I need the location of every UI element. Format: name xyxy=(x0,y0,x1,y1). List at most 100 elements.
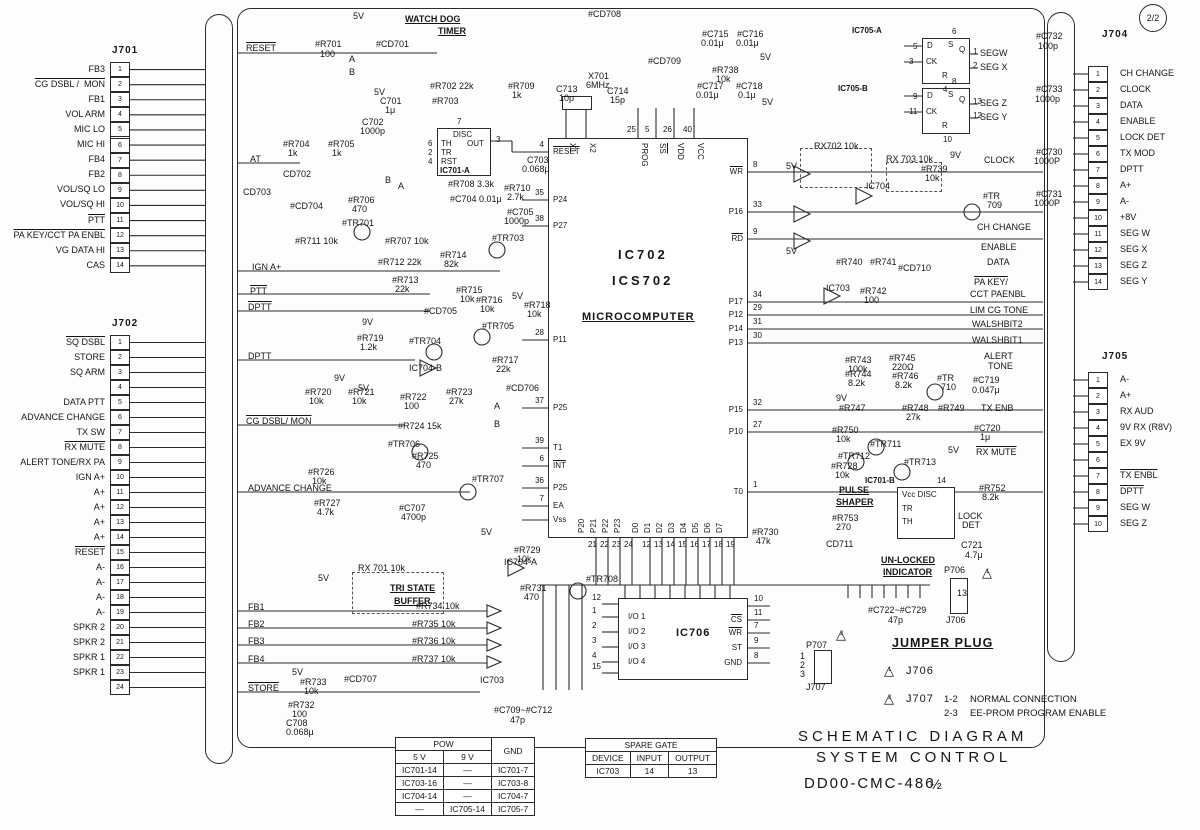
micro-pin-P21: P21 xyxy=(589,518,598,533)
ff-IC705-B xyxy=(922,88,970,134)
component-label: J707 xyxy=(806,682,826,692)
component-label: 710 xyxy=(941,382,957,392)
pin-J705-6: 6 xyxy=(1088,452,1108,468)
component-label: ADVANCE CHANGE xyxy=(248,483,332,493)
resistor-network-box xyxy=(886,162,942,192)
component-label: PA KEY/ xyxy=(974,277,1008,287)
component-label: #CD709 xyxy=(648,56,682,66)
component-label: 1000p xyxy=(360,126,386,136)
pin-label-J702-1: SQ DSBL xyxy=(65,336,105,347)
component-label: #R739 xyxy=(921,164,948,174)
pin-J705-2: 2 xyxy=(1088,388,1108,404)
ic701b xyxy=(897,487,955,539)
micro-pin-num: 12 xyxy=(642,540,651,549)
ff-pin: CK xyxy=(926,107,938,116)
ic706-pin-GND: GND xyxy=(724,658,742,667)
ff-pin: 3 xyxy=(909,57,914,66)
component-label: #R715 xyxy=(456,285,483,295)
component-label: 5V xyxy=(762,97,774,107)
component-label: #C732 xyxy=(1036,31,1063,41)
micro-pin-D5: D5 xyxy=(691,522,700,533)
ic706-pin-num: 9 xyxy=(754,636,759,645)
pin-label-J701-10: VOL/SQ HI xyxy=(59,199,105,210)
component-label: 10k xyxy=(480,304,495,314)
pin-label-J701-7: FB4 xyxy=(88,154,105,165)
pin-label-J702-18: A- xyxy=(96,591,105,602)
component-label: FB4 xyxy=(248,654,265,664)
component-label: CD702 xyxy=(283,169,312,179)
component-label: 709 xyxy=(987,200,1003,210)
component-label: #R736 10k xyxy=(412,636,456,646)
micro-pin-P24: P24 xyxy=(553,195,568,204)
pin-J702-5: 5 xyxy=(110,395,130,410)
ic701a-pin-num: 6 xyxy=(428,139,433,148)
ic706-pin-ST: ST xyxy=(731,643,742,652)
micro-pin-num: 37 xyxy=(535,396,544,405)
component-label: #R722 xyxy=(400,392,427,402)
component-label: 5V xyxy=(948,445,960,455)
micro-pin-P25: P25 xyxy=(553,483,568,492)
table-cell: IC705-14 xyxy=(442,802,492,816)
component-label: #TR712 xyxy=(838,451,871,461)
ff-pin: CK xyxy=(926,57,938,66)
microcomputer-name2: ICS702 xyxy=(612,273,674,288)
pin-J701-1: 1 xyxy=(110,62,130,78)
micro-pin-P25: P25 xyxy=(553,403,568,412)
component-label: WALSHBIT1 xyxy=(972,335,1023,345)
micro-pin-VCC: VCC xyxy=(696,143,705,160)
micro-pin-num: 40 xyxy=(683,125,692,134)
pin-J705-4: 4 xyxy=(1088,420,1108,436)
pin-label-J705-5: EX 9V xyxy=(1120,438,1146,448)
component-label: #TR706 xyxy=(388,439,421,449)
pin-J702-20: 20 xyxy=(110,620,130,635)
pin-J705-8: 8 xyxy=(1088,484,1108,500)
component-label: 9V xyxy=(950,150,962,160)
micro-pin-WR: WR xyxy=(729,167,743,176)
component-label: C702 xyxy=(362,117,384,127)
component-label: 4700p xyxy=(401,512,427,522)
ff-label: IC705-B xyxy=(838,84,868,93)
component-label: 5V xyxy=(292,667,304,677)
ff-pin: R xyxy=(942,71,948,80)
title-system-control: SYSTEM CONTROL xyxy=(816,749,1012,766)
pin-J705-3: 3 xyxy=(1088,404,1108,420)
pin-label-J704-9: A- xyxy=(1120,196,1129,206)
component-label: CLOCK xyxy=(984,155,1016,165)
component-label: #C720 xyxy=(974,423,1001,433)
component-label: #TR711 xyxy=(870,439,902,449)
component-label: B xyxy=(349,67,356,77)
component-label: C701 xyxy=(380,96,402,106)
micro-pin-num: 7 xyxy=(539,494,544,503)
micro-pin-P20: P20 xyxy=(577,518,586,533)
ff-pin: 8 xyxy=(952,77,957,86)
component-label: 1000p xyxy=(504,216,530,226)
component-label: 0.068μ xyxy=(286,727,314,737)
ic701b-top: Vcc DISC xyxy=(902,490,937,499)
component-label: 8.2k xyxy=(895,380,913,390)
component-label: CD703 xyxy=(243,187,272,197)
table-cell: — xyxy=(442,776,492,790)
ic706-pin-num: 7 xyxy=(754,621,759,630)
ic701a-TH: TH xyxy=(441,139,452,148)
ic706-pin-num: 2 xyxy=(592,621,597,630)
pin-label-J702-19: A- xyxy=(96,606,105,617)
component-label: 100 xyxy=(404,401,420,411)
component-label: #C718 xyxy=(736,81,763,91)
pin-label-J702-17: A- xyxy=(96,576,105,587)
micro-pin-EA: EA xyxy=(553,501,564,510)
component-label: C713 xyxy=(556,84,578,94)
component-label: ENABLE xyxy=(981,242,1017,252)
component-label: IC704 xyxy=(866,181,891,191)
pin-label-J702-7: TX SW xyxy=(76,426,106,437)
ic701a xyxy=(437,128,491,176)
component-label: BUFFER xyxy=(394,596,431,606)
component-label: #R721 xyxy=(348,387,375,397)
component-label: 47k xyxy=(756,536,771,546)
micro-pin-Vss: Vss xyxy=(553,515,567,524)
component-label: 100 xyxy=(864,295,880,305)
component-label: 470 xyxy=(352,204,368,214)
component-label: TONE xyxy=(988,361,1013,371)
pin-label-J704-14: SEG Y xyxy=(1120,276,1148,286)
pin-J702-23: 23 xyxy=(110,665,130,680)
component-label: #CD705 xyxy=(424,306,458,316)
